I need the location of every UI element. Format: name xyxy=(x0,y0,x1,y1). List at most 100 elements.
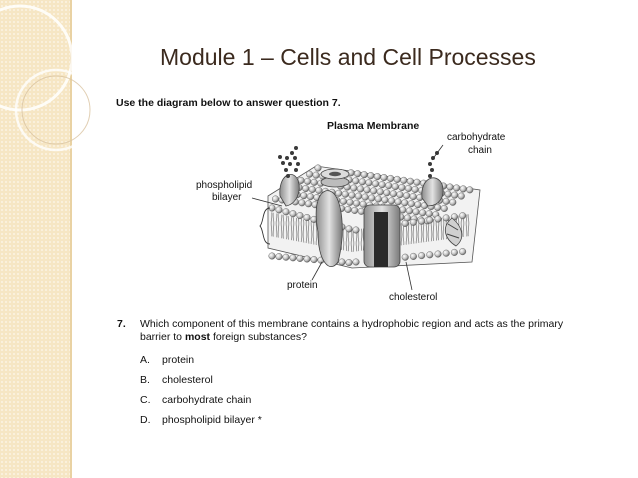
phospholipid-head xyxy=(335,189,343,197)
phospholipid-head xyxy=(289,210,297,218)
label-cholesterol: cholesterol xyxy=(389,292,438,303)
protein-right-lump xyxy=(421,177,444,207)
phospholipid-head xyxy=(387,174,395,182)
phospholipid-head xyxy=(346,198,354,206)
phospholipid-head xyxy=(396,191,404,199)
phospholipid-head xyxy=(401,219,409,227)
option-a: A. protein xyxy=(140,354,194,366)
slide-title: Module 1 – Cells and Cell Processes xyxy=(160,44,536,70)
phospholipid-head xyxy=(345,225,353,233)
phospholipid-head xyxy=(389,190,397,198)
phospholipid-head xyxy=(345,259,353,267)
sugar-unit xyxy=(293,156,297,160)
phospholipid-head xyxy=(406,177,414,185)
phospholipid-head xyxy=(352,177,360,185)
phospholipid-head xyxy=(388,197,396,205)
phospholipid-head xyxy=(356,185,364,193)
phospholipid-head xyxy=(411,185,419,193)
phospholipid-head xyxy=(442,249,450,257)
phospholipid-head xyxy=(360,171,368,179)
phospholipid-head xyxy=(303,213,311,221)
phospholipid-head xyxy=(272,195,280,203)
phospholipid-head xyxy=(418,252,426,260)
sugar-unit xyxy=(294,146,298,150)
phospholipid-head xyxy=(393,175,401,183)
phospholipid-head xyxy=(282,253,290,261)
phospholipid-head xyxy=(338,258,346,266)
phospholipid-head xyxy=(308,185,316,193)
phospholipid-head xyxy=(381,196,389,204)
sugar-unit xyxy=(286,174,290,178)
phospholipid-head xyxy=(373,173,381,181)
phospholipid-head xyxy=(399,206,407,214)
phospholipid-head xyxy=(275,253,283,261)
label-phospholipid: phospholipid xyxy=(196,180,253,191)
label-carbohydrate-chain: chain xyxy=(468,145,492,156)
phospholipid-head xyxy=(363,186,371,194)
option-a-text: protein xyxy=(162,354,195,366)
phospholipid-head xyxy=(367,172,375,180)
protein-right-helix xyxy=(444,217,463,247)
phospholipid-head xyxy=(268,252,276,260)
phospholipid-head xyxy=(300,192,308,200)
phospholipid-head xyxy=(449,198,457,206)
sugar-unit xyxy=(294,168,298,172)
label-carbohydrate: carbohydrate xyxy=(447,132,506,143)
phospholipid-head xyxy=(400,176,408,184)
option-a-letter: A. xyxy=(140,354,150,366)
phospholipid-head xyxy=(383,189,391,197)
phospholipid-head xyxy=(412,208,420,216)
sugar-unit xyxy=(430,168,434,172)
phospholipid-head xyxy=(350,184,358,192)
phospholipid-head xyxy=(310,178,318,186)
sugar-unit xyxy=(428,162,432,166)
phospholipid-head xyxy=(315,186,323,194)
phospholipid-head xyxy=(361,193,369,201)
phospholipid-head xyxy=(434,215,442,223)
label-bilayer: bilayer xyxy=(212,192,242,203)
phospholipid-head xyxy=(466,186,474,194)
phospholipid-head xyxy=(298,199,306,207)
phospholipid-head xyxy=(398,183,406,191)
phospholipid-head xyxy=(376,188,384,196)
phospholipid-head xyxy=(374,195,382,203)
phospholipid-head xyxy=(434,203,442,211)
phospholipid-head xyxy=(355,192,363,200)
phospholipid-head xyxy=(459,212,467,220)
phospholipid-head xyxy=(351,206,359,214)
phospholipid-head xyxy=(312,171,320,179)
phospholipid-head xyxy=(405,184,413,192)
question-number: 7. xyxy=(117,318,126,330)
option-d: D.phospholipid bilayer * xyxy=(140,414,262,426)
phospholipid-head xyxy=(296,212,304,220)
phospholipid-head xyxy=(310,256,318,264)
phospholipid-head xyxy=(344,205,352,213)
option-c-letter: C. xyxy=(140,394,151,406)
phospholipid-head xyxy=(414,201,422,209)
phospholipid-head xyxy=(348,191,356,199)
phospholipid-head xyxy=(306,193,314,201)
phospholipid-head xyxy=(352,226,360,234)
protein-top-cylinder xyxy=(320,168,350,188)
phospholipid-head xyxy=(401,253,409,261)
phospholipid-head xyxy=(302,184,310,192)
question-text-start: Which component of this membrane contain… xyxy=(140,318,564,343)
phospholipid-head xyxy=(442,214,450,222)
sugar-unit xyxy=(428,174,432,178)
phospholipid-head xyxy=(453,184,461,192)
sugar-unit xyxy=(288,162,292,166)
question-text: Which component of this membrane contain… xyxy=(140,318,580,344)
phospholipid-head xyxy=(426,216,434,224)
sugar-unit xyxy=(278,155,282,159)
protein-channel xyxy=(363,204,401,268)
side-decoration-panel xyxy=(0,0,70,478)
option-b: B.cholesterol xyxy=(140,374,213,386)
question-emphasis: most xyxy=(184,331,211,343)
phospholipid-head xyxy=(409,218,417,226)
sugar-unit xyxy=(290,151,294,155)
phospholipid-head xyxy=(304,177,312,185)
phospholipid-head xyxy=(354,170,362,178)
phospholipid-head xyxy=(440,204,448,212)
phospholipid-head xyxy=(451,191,459,199)
protein-left-lump xyxy=(279,174,300,207)
